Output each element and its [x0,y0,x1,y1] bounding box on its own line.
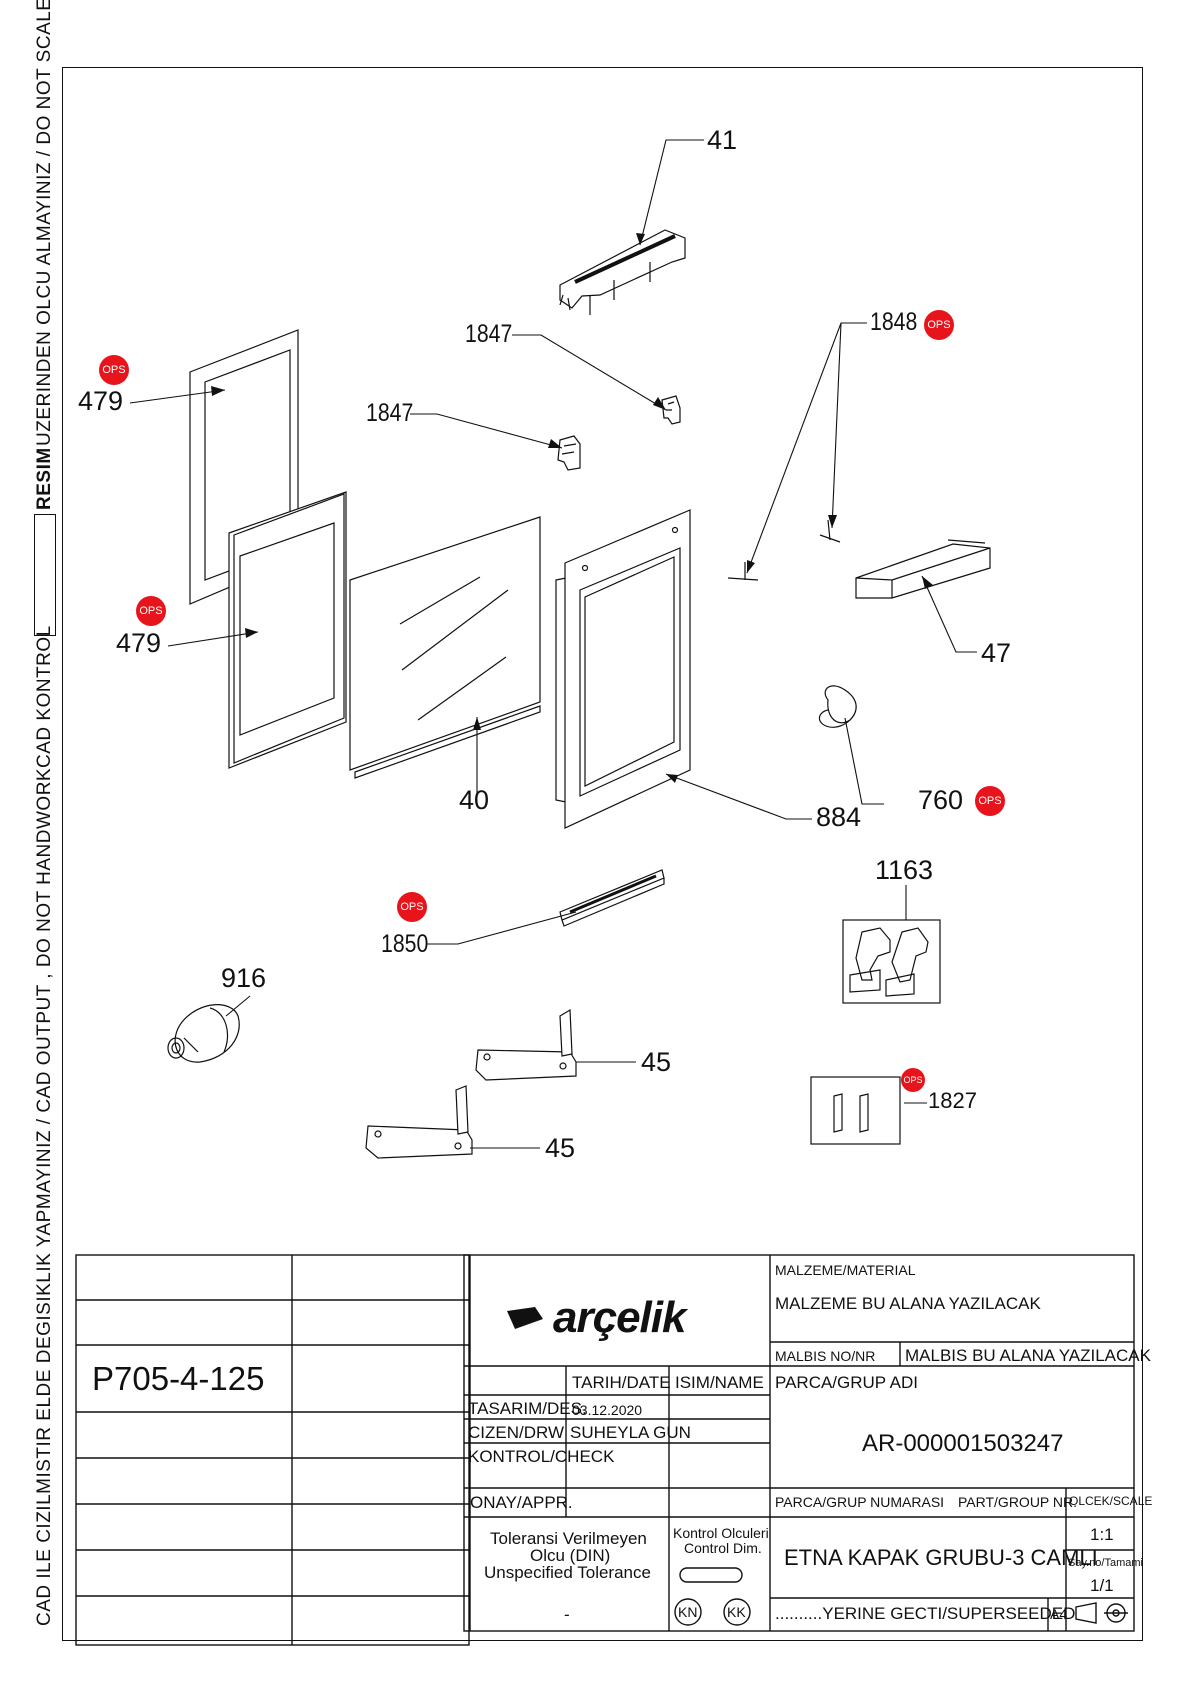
row-approve-label: ONAY/APPR. [470,1493,573,1512]
kk-mark: KK [727,1604,746,1620]
part-47-handle [855,539,991,599]
part-41-profile [559,229,686,315]
row-check-label: KONTROL/CHECK [468,1447,615,1466]
callout-45-lower: 45 [545,1133,576,1163]
ops-badge: OPS [901,1068,925,1092]
scale-value: 1:1 [1090,1525,1114,1544]
leader-arrowheads [211,233,933,783]
column-name: ISIM/NAME [675,1373,764,1392]
callout-40: 40 [459,785,490,815]
callout-884: 884 [816,802,862,832]
part-1847-clip-right [661,395,681,425]
callout-479-middle: 479 [116,628,162,658]
control-dim-line-2: Control Dim. [684,1540,762,1556]
callout-45-upper: 45 [641,1047,672,1077]
part-479-glass-middle [228,491,347,769]
sheet-label: Say.no/Tamami [1068,1557,1143,1569]
part-1850-strip [559,869,665,927]
callout-47: 47 [981,638,1012,668]
sheet-value: 1/1 [1090,1576,1114,1595]
design-date: 03.12.2020 [572,1402,643,1418]
part-1848-pins [727,519,841,581]
part-name-label: PARCA/GRUP ADI [775,1373,918,1392]
brand-mark-icon [507,1307,543,1329]
control-dim-line-1: Kontrol Olculeri [673,1525,769,1541]
part-760-knob [818,685,857,728]
superseded-label: ..........YERINE GECTI/SUPERSEEDED [775,1604,1076,1623]
kn-mark: KN [678,1604,698,1620]
part-1827-screw-kit [810,1076,901,1145]
part-name-value: AR-000001503247 [862,1430,1064,1457]
part-45-hinge-lower [365,1085,473,1159]
callout-1848: 1848 [870,308,918,336]
scale-label: OLCEK/SCALE [1069,1494,1153,1508]
ops-badge: OPS [975,786,1005,816]
callout-41: 41 [707,125,738,155]
tolerance-line-1: Toleransi Verilmeyen [490,1529,647,1548]
callout-1827: 1827 [928,1088,977,1113]
tolerance-line-3: Unspecified Tolerance [484,1563,651,1582]
part-40-glass [349,516,541,779]
ops-badge: OPS [397,892,427,922]
ops-badge: OPS [99,355,129,385]
part-number-value: ETNA KAPAK GRUBU-3 CAMLI [784,1545,1098,1570]
tolerance-value: - [564,1605,570,1624]
callout-1847-left: 1847 [366,399,414,427]
leader-lines [129,139,977,1149]
ops-badge: OPS [924,310,954,340]
callout-1163: 1163 [875,855,934,885]
paper-format: A4 [1050,1606,1068,1622]
part-916-fan-cap [167,1004,240,1063]
drawing-number: P705-4-125 [92,1360,265,1397]
material-value: MALZEME BU ALANA YAZILACAK [775,1294,1041,1313]
malbis-label: MALBIS NO/NR [775,1348,876,1364]
part-884-door [555,509,691,829]
material-label: MALZEME/MATERIAL [775,1262,916,1278]
callout-1850: 1850 [381,930,429,958]
part-1847-clip-left [557,435,581,471]
callout-479-back: 479 [78,386,124,416]
callout-1847-top: 1847 [465,320,513,348]
part-number-label: PARCA/GRUP NUMARASI [775,1494,945,1510]
drawing-frame [62,67,1143,1641]
tolerance-line-2: Olcu (DIN) [530,1546,611,1565]
row-design-label: TASARIM/DES. [468,1399,587,1418]
row-drawn-label: CIZEN/DRW [468,1423,565,1442]
column-date: TARIH/DATE [572,1373,671,1392]
callout-760: 760 [918,785,964,815]
ops-badge: OPS [136,596,166,626]
drawn-by-name: SUHEYLA GUN [570,1423,691,1442]
part-1163-bracket-kit [842,919,941,1004]
malbis-value: MALBIS BU ALANA YAZILACAK [905,1346,1151,1365]
callout-916: 916 [221,963,267,993]
arcelik-logo: arçelik [505,1293,686,1343]
part-45-hinge-upper [475,1008,577,1081]
brand-name: arçelik [553,1293,686,1342]
part-number-label-en: PART/GROUP NR. [958,1494,1078,1510]
